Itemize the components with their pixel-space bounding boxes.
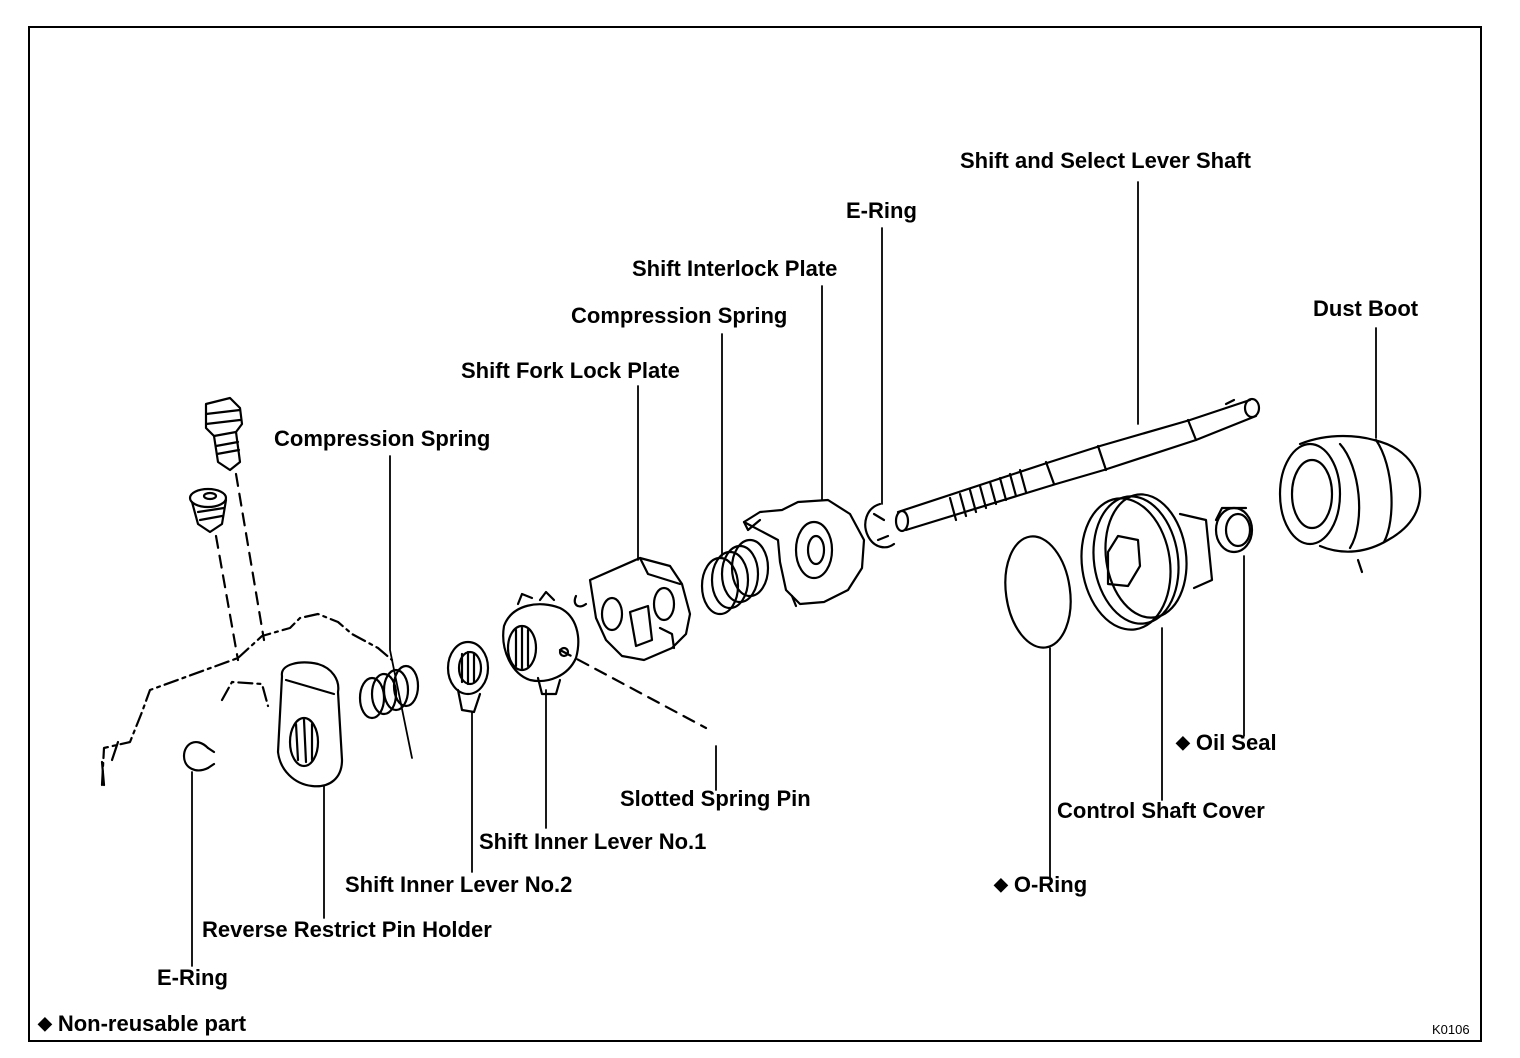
label-shift-select-lever-shaft: Shift and Select Lever Shaft xyxy=(960,148,1251,173)
label-compression-spring-left: Compression Spring xyxy=(274,426,491,451)
label-shift-inner-lever-no1: Shift Inner Lever No.1 xyxy=(479,829,707,854)
label-reverse-restrict-pin-holder: Reverse Restrict Pin Holder xyxy=(202,917,492,942)
shift-inner-lever-no1-part xyxy=(502,590,580,696)
non-reusable-diamond-icon: ◆ xyxy=(1176,732,1190,752)
label-o-ring: ◆O-Ring xyxy=(994,872,1088,897)
label-e-ring-bottom: E-Ring xyxy=(157,965,228,990)
label-shift-fork-lock-plate: Shift Fork Lock Plate xyxy=(461,358,680,383)
label-compression-spring-upper: Compression Spring xyxy=(571,303,788,328)
control-shaft-cover-part xyxy=(1080,493,1214,631)
non-reusable-diamond-icon: ◆ xyxy=(38,1013,52,1033)
o-ring-part xyxy=(1004,535,1072,649)
oil-seal-part xyxy=(1214,506,1254,554)
label-slotted-spring-pin: Slotted Spring Pin xyxy=(620,786,811,811)
compression-spring-left-part xyxy=(358,664,420,720)
shift-fork-lock-plate-part xyxy=(573,556,692,662)
compression-spring-upper-part xyxy=(700,538,770,616)
e-ring-top-part xyxy=(864,502,896,549)
legend-non-reusable: ◆Non-reusable part xyxy=(38,1011,247,1036)
shift-interlock-plate-part xyxy=(742,498,866,608)
restrict-pin xyxy=(188,487,228,534)
label-shift-inner-lever-no2: Shift Inner Lever No.2 xyxy=(345,872,573,897)
e-ring-bottom-part xyxy=(182,740,216,772)
non-reusable-diamond-icon: ◆ xyxy=(994,874,1008,894)
transmission-case-outline xyxy=(100,612,394,787)
figure-code: K0106 xyxy=(1432,1022,1470,1037)
leader-lines xyxy=(191,181,1377,967)
label-control-shaft-cover: Control Shaft Cover xyxy=(1057,798,1265,823)
label-shift-interlock-plate: Shift Interlock Plate xyxy=(632,256,838,281)
case-solid-edges xyxy=(100,740,120,787)
shift-select-lever-shaft-part xyxy=(894,397,1261,533)
restrict-pin-plug xyxy=(204,396,244,472)
label-e-ring-top: E-Ring xyxy=(846,198,917,223)
label-dust-boot: Dust Boot xyxy=(1313,296,1419,321)
label-oil-seal: ◆Oil Seal xyxy=(1176,730,1277,755)
dust-boot-part xyxy=(1278,434,1422,574)
reverse-restrict-pin-holder-part xyxy=(276,661,344,788)
assembly-guide-lines xyxy=(214,472,708,730)
diagram-frame xyxy=(28,26,1482,1042)
shift-inner-lever-no2-part xyxy=(446,640,490,714)
